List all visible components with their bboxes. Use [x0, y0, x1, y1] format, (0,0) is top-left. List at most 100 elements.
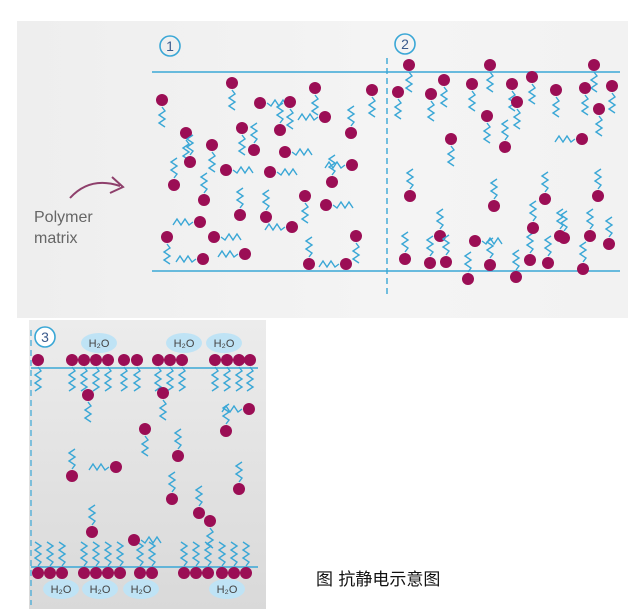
molecule-head	[139, 423, 151, 435]
surfactant-molecule	[128, 534, 162, 546]
molecule-head	[284, 96, 296, 108]
molecule-tail	[527, 83, 537, 105]
molecule-head	[44, 567, 56, 579]
molecule-head	[392, 86, 404, 98]
molecule-head	[484, 259, 496, 271]
molecule-head	[172, 450, 184, 462]
surfactant-molecule	[425, 88, 437, 122]
water-label: H₂O	[90, 584, 111, 596]
molecule-head	[243, 403, 255, 415]
molecule-head	[542, 257, 554, 269]
svg-text:3: 3	[41, 329, 49, 345]
molecule-tail	[67, 366, 77, 392]
surfactant-molecule	[550, 84, 562, 118]
molecule-tail	[162, 243, 172, 265]
molecule-tail	[367, 96, 377, 118]
molecule-head	[424, 257, 436, 269]
molecule-head	[180, 127, 192, 139]
molecule-head	[526, 71, 538, 83]
surfactant-molecule	[152, 354, 164, 392]
surfactant-molecule	[264, 166, 298, 178]
molecule-tail	[559, 210, 569, 232]
surfactant-molecule	[208, 231, 242, 243]
molecule-head	[190, 567, 202, 579]
molecule-head	[90, 567, 102, 579]
surfactant-molecule	[526, 71, 538, 105]
surfactant-molecule	[226, 77, 238, 111]
molecule-tail	[33, 541, 43, 567]
surfactant-molecule	[161, 231, 173, 265]
surfactant-molecule	[175, 253, 209, 265]
molecule-head	[82, 389, 94, 401]
molecule-head	[462, 273, 474, 285]
surfactant-molecule	[366, 84, 378, 118]
molecule-tail	[589, 71, 599, 93]
molecule-tail	[482, 122, 492, 144]
molecule-tail	[554, 134, 576, 144]
surfactant-molecule	[434, 208, 446, 242]
molecule-head	[209, 354, 221, 366]
molecule-head	[66, 470, 78, 482]
molecule-head	[399, 253, 411, 265]
molecule-head	[110, 461, 122, 473]
surfactant-molecule	[274, 102, 286, 136]
molecule-tail	[297, 112, 319, 122]
molecule-tail	[177, 366, 187, 392]
surfactant-molecule	[146, 541, 158, 579]
surfactant-molecule	[318, 258, 352, 270]
figure-caption: 图 抗静电示意图	[316, 570, 441, 590]
molecule-tail	[245, 366, 255, 392]
surfactant-molecule	[32, 354, 44, 392]
surfactant-molecule	[466, 78, 478, 112]
molecule-head	[404, 190, 416, 202]
water-label: H₂O	[174, 338, 195, 350]
surfactant-molecule	[510, 249, 522, 283]
molecule-tail	[351, 242, 361, 264]
molecule-tail	[304, 236, 314, 258]
molecule-tail	[232, 165, 254, 175]
molecule-tail	[175, 254, 197, 264]
svg-text:1: 1	[166, 38, 174, 54]
surfactant-molecule	[299, 190, 311, 224]
molecule-tail	[594, 115, 604, 137]
molecule-tail	[404, 71, 414, 93]
surfactant-molecule	[156, 94, 168, 128]
surfactant-molecule	[244, 354, 256, 392]
molecule-tail	[79, 541, 89, 567]
molecule-tail	[525, 232, 535, 254]
molecule-head	[260, 211, 272, 223]
molecule-tail	[551, 96, 561, 118]
molecule-head	[56, 567, 68, 579]
surfactant-molecule	[399, 231, 411, 265]
surfactant-molecule	[56, 541, 68, 579]
surfactant-molecule	[593, 103, 605, 137]
surfactant-molecule	[248, 122, 260, 156]
molecule-head	[228, 567, 240, 579]
molecule-head	[481, 110, 493, 122]
water-cloud	[123, 579, 159, 599]
water-cloud	[43, 579, 79, 599]
molecule-tail	[33, 366, 43, 392]
molecule-head	[164, 354, 176, 366]
surfactant-molecule	[217, 248, 251, 260]
molecule-head	[152, 354, 164, 366]
molecule-head	[577, 263, 589, 275]
molecule-tail	[234, 366, 244, 392]
molecule-head	[527, 222, 539, 234]
molecule-head	[131, 354, 143, 366]
surfactant-molecule	[88, 461, 122, 473]
molecule-tail	[241, 541, 251, 567]
molecule-head	[239, 248, 251, 260]
molecule-head	[524, 254, 536, 266]
molecule-tail	[400, 231, 410, 253]
svg-text:2: 2	[401, 36, 409, 52]
molecule-tail	[463, 251, 473, 273]
molecule-head	[303, 258, 315, 270]
molecule-head	[576, 133, 588, 145]
water-cloud	[209, 579, 245, 599]
water-label: H₂O	[217, 584, 238, 596]
molecule-head	[274, 124, 286, 136]
water-label: H₂O	[89, 338, 110, 350]
